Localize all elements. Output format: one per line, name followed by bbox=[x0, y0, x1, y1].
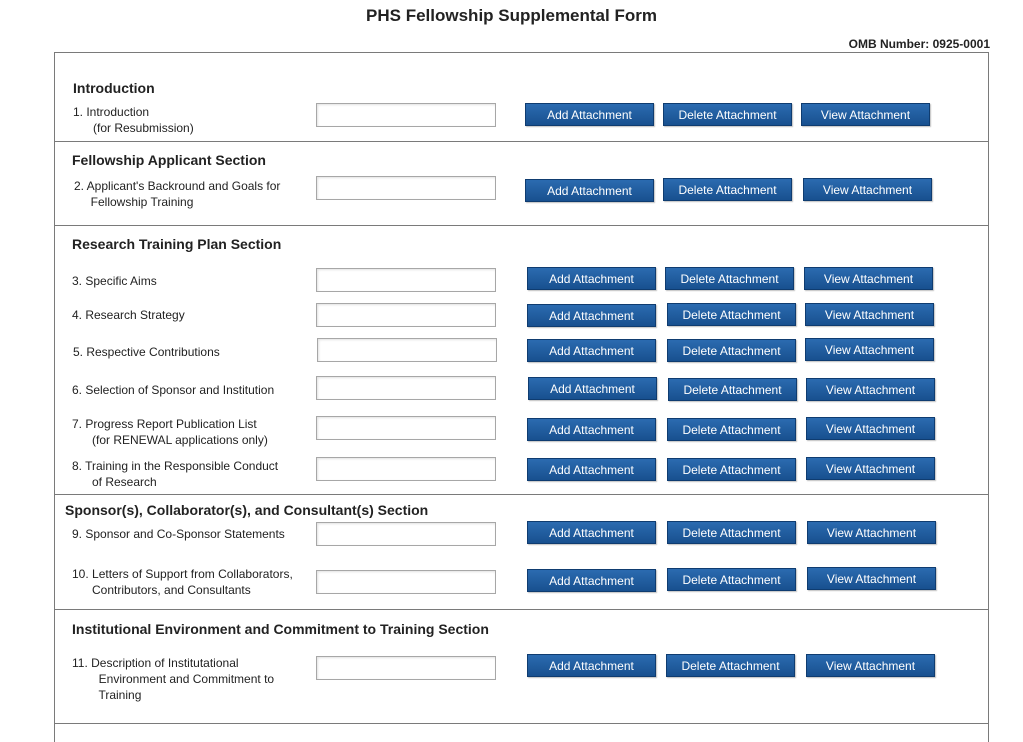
view-attachment-button[interactable]: View Attachment bbox=[801, 103, 930, 126]
view-attachment-button[interactable]: View Attachment bbox=[806, 457, 935, 480]
attachment-field-progress-report[interactable] bbox=[316, 416, 496, 440]
view-attachment-button[interactable]: View Attachment bbox=[803, 178, 932, 201]
section-divider bbox=[54, 609, 989, 610]
item-label-applicant-background: 2. Applicant's Backround and Goals for F… bbox=[74, 179, 281, 209]
section-divider bbox=[54, 141, 989, 142]
item-label-progress-report: 7. Progress Report Publication List (for… bbox=[72, 417, 268, 447]
section-divider bbox=[54, 225, 989, 226]
omb-number: OMB Number: 0925-0001 bbox=[848, 37, 990, 51]
delete-attachment-button[interactable]: Delete Attachment bbox=[668, 378, 797, 401]
form-container bbox=[54, 52, 989, 742]
add-attachment-button[interactable]: Add Attachment bbox=[527, 654, 656, 677]
page-title: PHS Fellowship Supplemental Form bbox=[366, 6, 657, 25]
attachment-field-specific-aims[interactable] bbox=[316, 268, 496, 292]
add-attachment-button[interactable]: Add Attachment bbox=[527, 569, 656, 592]
view-attachment-button[interactable]: View Attachment bbox=[805, 338, 934, 361]
item-label-sponsor-statements: 9. Sponsor and Co-Sponsor Statements bbox=[72, 527, 285, 541]
view-attachment-button[interactable]: View Attachment bbox=[806, 654, 935, 677]
section-title-applicant: Fellowship Applicant Section bbox=[72, 152, 266, 168]
attachment-field-letters-of-support[interactable] bbox=[316, 570, 496, 594]
item-label-respective-contributions: 5. Respective Contributions bbox=[73, 345, 220, 359]
add-attachment-button[interactable]: Add Attachment bbox=[527, 339, 656, 362]
delete-attachment-button[interactable]: Delete Attachment bbox=[665, 267, 794, 290]
add-attachment-button[interactable]: Add Attachment bbox=[527, 304, 656, 327]
view-attachment-button[interactable]: View Attachment bbox=[804, 267, 933, 290]
add-attachment-button[interactable]: Add Attachment bbox=[528, 377, 657, 400]
attachment-field-responsible-conduct[interactable] bbox=[316, 457, 496, 481]
view-attachment-button[interactable]: View Attachment bbox=[807, 567, 936, 590]
item-label-selection-sponsor: 6. Selection of Sponsor and Institution bbox=[72, 383, 275, 397]
item-label-specific-aims: 3. Specific Aims bbox=[72, 274, 157, 288]
section-title-research: Research Training Plan Section bbox=[72, 236, 282, 252]
item-label-responsible-conduct: 8. Training in the Responsible Conduct o… bbox=[72, 459, 279, 489]
delete-attachment-button[interactable]: Delete Attachment bbox=[666, 654, 795, 677]
attachment-field-respective-contributions[interactable] bbox=[317, 338, 497, 362]
section-title-introduction: Introduction bbox=[73, 80, 155, 96]
view-attachment-button[interactable]: View Attachment bbox=[806, 378, 935, 401]
add-attachment-button[interactable]: Add Attachment bbox=[527, 521, 656, 544]
view-attachment-button[interactable]: View Attachment bbox=[806, 417, 935, 440]
section-title-sponsors: Sponsor(s), Collaborator(s), and Consult… bbox=[65, 502, 429, 518]
item-label-introduction: 1. Introduction (for Resubmission) bbox=[73, 105, 194, 135]
delete-attachment-button[interactable]: Delete Attachment bbox=[667, 303, 796, 326]
attachment-field-introduction[interactable] bbox=[316, 103, 496, 127]
add-attachment-button[interactable]: Add Attachment bbox=[527, 418, 656, 441]
view-attachment-button[interactable]: View Attachment bbox=[805, 303, 934, 326]
item-label-letters-of-support: 10. Letters of Support from Collaborator… bbox=[72, 567, 293, 597]
delete-attachment-button[interactable]: Delete Attachment bbox=[667, 339, 796, 362]
add-attachment-button[interactable]: Add Attachment bbox=[527, 458, 656, 481]
item-label-research-strategy: 4. Research Strategy bbox=[72, 308, 185, 322]
section-divider bbox=[54, 494, 989, 495]
attachment-field-sponsor-statements[interactable] bbox=[316, 522, 496, 546]
section-divider bbox=[54, 723, 989, 724]
delete-attachment-button[interactable]: Delete Attachment bbox=[663, 178, 792, 201]
delete-attachment-button[interactable]: Delete Attachment bbox=[667, 568, 796, 591]
delete-attachment-button[interactable]: Delete Attachment bbox=[667, 418, 796, 441]
item-label-institutional-environment: 11. Description of Institutational Envir… bbox=[72, 656, 275, 702]
section-title-institutional: Institutional Environment and Commitment… bbox=[72, 621, 489, 637]
attachment-field-selection-sponsor[interactable] bbox=[316, 376, 496, 400]
add-attachment-button[interactable]: Add Attachment bbox=[525, 179, 654, 202]
attachment-field-institutional-environment[interactable] bbox=[316, 656, 496, 680]
add-attachment-button[interactable]: Add Attachment bbox=[525, 103, 654, 126]
attachment-field-research-strategy[interactable] bbox=[316, 303, 496, 327]
view-attachment-button[interactable]: View Attachment bbox=[807, 521, 936, 544]
add-attachment-button[interactable]: Add Attachment bbox=[527, 267, 656, 290]
delete-attachment-button[interactable]: Delete Attachment bbox=[667, 458, 796, 481]
delete-attachment-button[interactable]: Delete Attachment bbox=[667, 521, 796, 544]
attachment-field-applicant-background[interactable] bbox=[316, 176, 496, 200]
delete-attachment-button[interactable]: Delete Attachment bbox=[663, 103, 792, 126]
